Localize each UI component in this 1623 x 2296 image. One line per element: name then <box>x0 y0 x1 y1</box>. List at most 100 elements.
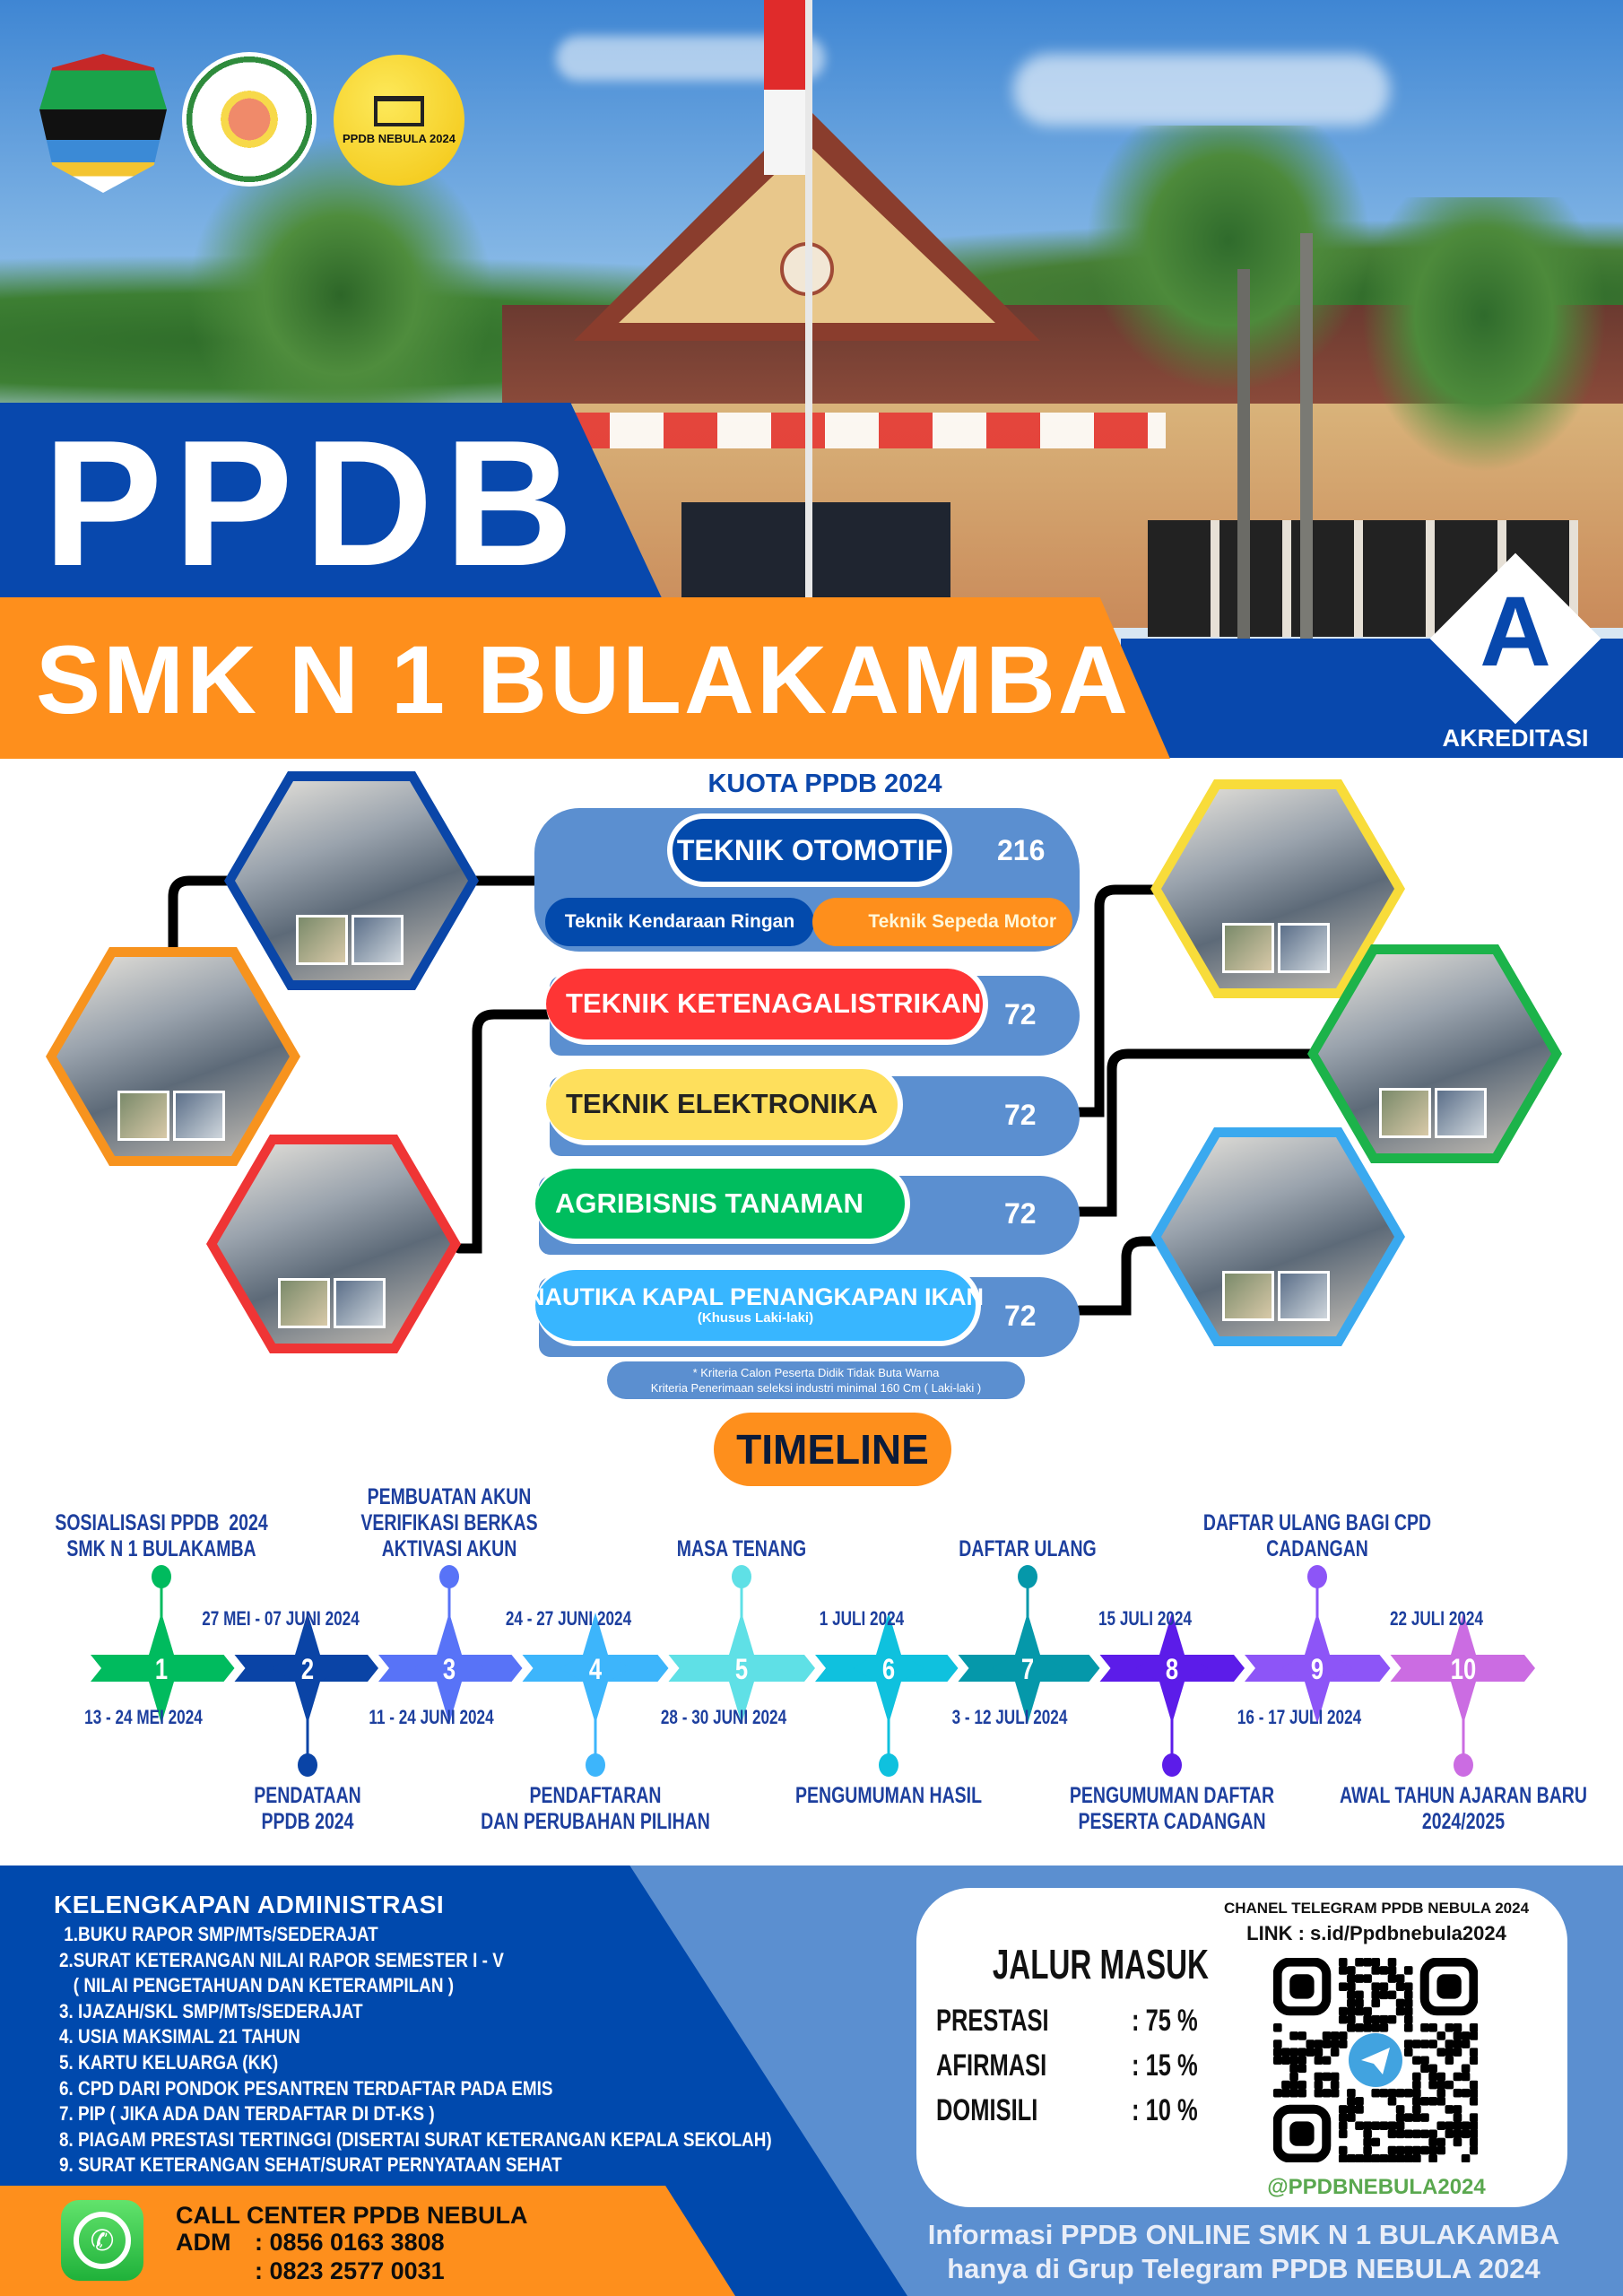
timeline-dot <box>1307 1565 1327 1588</box>
program-quota: 72 <box>1004 1299 1037 1332</box>
timeline-star <box>853 1613 924 1724</box>
timeline-dot <box>1454 1753 1473 1777</box>
timeline-dot <box>586 1753 605 1777</box>
timeline-date: 13 - 24 MEI 2024 <box>84 1706 203 1728</box>
connector-line <box>454 1009 554 1254</box>
admin-item: 4. USIA MAKSIMAL 21 TAHUN <box>59 2025 300 2048</box>
photo-thumbnail <box>278 1278 330 1328</box>
timeline-event: PENDAFTARAN DAN PERUBAHAN PILIHAN <box>481 1783 710 1834</box>
timeline-star <box>992 1613 1063 1724</box>
timeline-star <box>1428 1613 1499 1724</box>
program-note: (Khusus Laki-laki) <box>697 1310 814 1326</box>
photo-thumbnail <box>1222 923 1274 973</box>
school-name: SMK N 1 BULAKAMBA <box>36 625 1131 734</box>
timeline-star <box>1136 1613 1208 1724</box>
page-title: PPDB <box>43 404 585 604</box>
admin-item: 7. PIP ( JIKA ADA DAN TERDAFTAR DI DT-KS… <box>59 2102 435 2126</box>
timeline-step: 10 <box>1390 1613 1535 1777</box>
timeline-step: 8 <box>1099 1613 1245 1777</box>
program-name: NAUTIKA KAPAL PENANGKAPAN IKAN <box>527 1283 985 1311</box>
timeline-step: 6 <box>815 1613 959 1777</box>
telegram-link[interactable]: LINK : s.id/Ppdbnebula2024 <box>1246 1922 1506 1944</box>
qr-finder <box>1419 1958 1478 2016</box>
timeline-star <box>706 1613 777 1724</box>
admin-item: 3. IJAZAH/SKL SMP/MTs/SEDERAJAT <box>59 1999 363 2022</box>
timeline-step: 7 <box>958 1565 1100 1724</box>
timeline-date: 11 - 24 JUNI 2024 <box>369 1706 494 1728</box>
specialization-kendaraan-ringan: Teknik Kendaraan Ringan <box>545 898 814 946</box>
timeline-dot <box>879 1753 898 1777</box>
program-label: TEKNIK ELEKTRONIKA <box>546 1064 903 1145</box>
timeline-event: PENGUMUMAN DAFTAR PESERTA CADANGAN <box>1069 1783 1275 1834</box>
timeline-date: 22 JULI 2024 <box>1390 1607 1483 1630</box>
timeline-step-number: 9 <box>1311 1654 1324 1685</box>
timeline-date: 1 JULI 2024 <box>819 1607 905 1630</box>
connector-line <box>168 875 247 965</box>
photo-thumbnail <box>1278 1271 1330 1321</box>
timeline-event: PENDATAAN PPDB 2024 <box>254 1783 361 1834</box>
timeline-date: 24 - 27 JUNI 2024 <box>505 1607 632 1630</box>
timeline-step-number: 6 <box>882 1654 895 1685</box>
jalur-value: : 10 % <box>1132 2093 1198 2127</box>
telegram-handle: @PPDBNEBULA2024 <box>1267 2175 1486 2199</box>
criteria-note: * Kriteria Calon Peserta Didik Tidak But… <box>607 1361 1025 1399</box>
qr-finder <box>1273 1958 1332 2016</box>
telegram-qr-code[interactable] <box>1273 1958 1478 2162</box>
timeline-step-number: 1 <box>155 1654 168 1685</box>
photo-thumbnail <box>117 1091 169 1141</box>
timeline-step-number: 3 <box>443 1654 456 1685</box>
photo-thumbnail <box>352 915 404 965</box>
program-photo <box>1150 1127 1405 1346</box>
timeline-star <box>1281 1613 1353 1724</box>
program-name: TEKNIK KETENAGALISTRIKAN <box>566 987 982 1020</box>
timeline-dot <box>152 1565 171 1588</box>
timeline-step-number: 5 <box>735 1654 748 1685</box>
timeline-step: 5 <box>668 1565 815 1724</box>
program-label: NAUTIKA KAPAL PENANGKAPAN IKAN(Khusus La… <box>527 1265 984 1346</box>
timeline-event: AWAL TAHUN AJARAN BARU 2024/2025 <box>1340 1783 1587 1834</box>
admin-item: ( NILAI PENGETAHUAN DAN KETERAMPILAN ) <box>59 1974 455 1997</box>
accreditation-label: AKREDITASI <box>1442 725 1589 752</box>
accreditation-grade: A <box>1480 577 1551 687</box>
jalur-value: : 15 % <box>1132 2048 1198 2083</box>
photo-thumbnail <box>1379 1088 1431 1138</box>
ppdb-nebula-badge: PPDB NEBULA 2024 <box>334 55 464 186</box>
whatsapp-icon: ✆ <box>61 2200 143 2281</box>
photo-thumbnail <box>1278 923 1330 973</box>
phone-number[interactable]: : 0856 0163 3808 <box>255 2229 445 2256</box>
program-quota: 72 <box>1004 997 1037 1031</box>
program-name: AGRIBISNIS TANAMAN <box>555 1187 864 1219</box>
timeline-date: 27 MEI - 07 JUNI 2024 <box>202 1607 360 1630</box>
timeline-step-number: 8 <box>1166 1654 1178 1685</box>
timeline-event: DAFTAR ULANG BAGI CPD CADANGAN <box>1202 1510 1432 1561</box>
timeline-dot <box>298 1753 317 1777</box>
connector-line <box>1074 1048 1341 1217</box>
criteria-line: * Kriteria Calon Peserta Didik Tidak But… <box>692 1366 940 1379</box>
timeline-date: 16 - 17 JULI 2024 <box>1237 1706 1362 1728</box>
connector-lines <box>168 875 1341 1316</box>
photo-thumbnail <box>173 1091 225 1141</box>
timeline-event: PENGUMUMAN HASIL <box>794 1783 983 1808</box>
timeline-event: MASA TENANG <box>676 1536 807 1561</box>
program-name: TEKNIK ELEKTRONIKA <box>566 1088 878 1120</box>
school-building-photo <box>0 0 1623 758</box>
admin-title: KELENGKAPAN ADMINISTRASI <box>54 1891 445 1918</box>
footer-line-2: hanya di Grup Telegram PPDB NEBULA 2024 <box>947 2253 1541 2284</box>
photo-thumbnail <box>334 1278 386 1328</box>
timeline-dot <box>1018 1565 1037 1588</box>
admin-item: 6. CPD DARI PONDOK PESANTREN TERDAFTAR P… <box>59 2076 553 2100</box>
jalur-label: AFIRMASI <box>936 2048 1047 2083</box>
phone-number[interactable]: : 0823 2577 0031 <box>255 2257 445 2284</box>
qr-finder <box>1273 2104 1332 2162</box>
connector-line <box>1074 884 1171 1118</box>
program-otomotif-label: TEKNIK OTOMOTIF <box>667 813 952 887</box>
timeline-step-number: 4 <box>589 1654 602 1685</box>
jalur-masuk-title-text: JALUR MASUK <box>992 1941 1209 1987</box>
school-band <box>0 597 1170 759</box>
title-band <box>0 403 664 602</box>
call-center-label: ADM <box>176 2229 231 2256</box>
admin-item: 8. PIAGAM PRESTASI TERTINGGI (DISERTAI S… <box>59 2127 772 2151</box>
timeline-dot <box>1162 1753 1182 1777</box>
timeline-event: PEMBUATAN AKUN VERIFIKASI BERKAS AKTIVAS… <box>360 1484 538 1561</box>
